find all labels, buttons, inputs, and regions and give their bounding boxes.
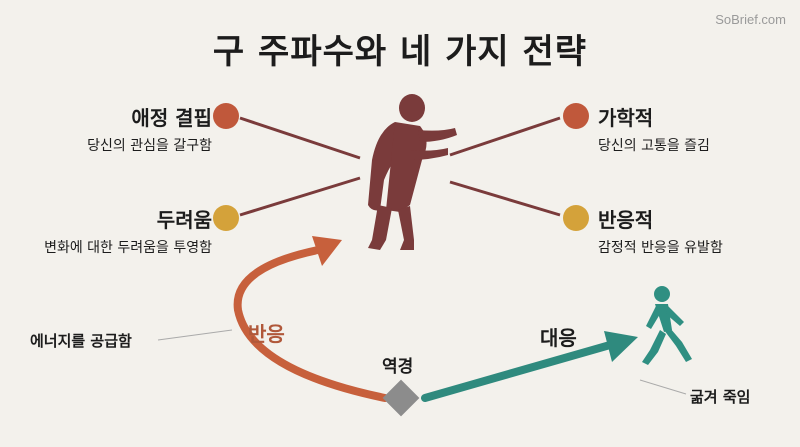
connector-fear bbox=[239, 176, 361, 217]
strategy-reactive: 반응적 감정적 반응을 유발함 bbox=[598, 204, 723, 257]
strategy-reactive-desc: 감정적 반응을 유발함 bbox=[598, 240, 723, 256]
leader-supply bbox=[157, 329, 233, 341]
connector-sadistic bbox=[449, 116, 561, 157]
reaction-arrowhead bbox=[312, 236, 342, 266]
strategy-sadistic-desc: 당신의 고통을 즐김 bbox=[598, 138, 710, 154]
connector-attachment bbox=[239, 116, 361, 160]
response-arrow bbox=[421, 341, 614, 402]
page-title: 구 주파수와 네 가지 전략 bbox=[212, 32, 588, 72]
adversity-diamond bbox=[382, 379, 420, 417]
strategy-reactive-name: 반응적 bbox=[598, 208, 654, 232]
leader-starve bbox=[639, 379, 687, 395]
supply-label: 에너지를 공급함 bbox=[30, 332, 132, 350]
connector-reactive bbox=[449, 180, 561, 217]
response-arrowhead bbox=[604, 331, 638, 362]
strategy-attachment: 애정 결핍 당신의 관심을 갈구함 bbox=[87, 102, 212, 155]
dot-sadistic bbox=[563, 103, 589, 129]
dot-reactive bbox=[563, 205, 589, 231]
reaction-label: 반응 bbox=[248, 322, 285, 346]
watermark: SoBrief.com bbox=[715, 12, 786, 27]
walking-figure-icon bbox=[642, 286, 692, 365]
dot-fear bbox=[213, 205, 239, 231]
strategy-fear-desc: 변화에 대한 두려움을 투영함 bbox=[44, 240, 212, 256]
strategy-attachment-desc: 당신의 관심을 갈구함 bbox=[87, 138, 212, 154]
strategy-sadistic-name: 가학적 bbox=[598, 106, 654, 130]
strategy-attachment-name: 애정 결핍 bbox=[131, 106, 212, 130]
hunched-figure-icon bbox=[368, 94, 457, 250]
adversity-label: 역경 bbox=[382, 357, 414, 377]
dot-attachment bbox=[213, 103, 239, 129]
strategy-sadistic: 가학적 당신의 고통을 즐김 bbox=[598, 102, 710, 155]
response-label: 대응 bbox=[540, 326, 577, 350]
strategy-fear: 두려움 변화에 대한 두려움을 투영함 bbox=[44, 204, 212, 257]
reaction-arrow bbox=[233, 246, 389, 402]
starve-label: 굶겨 죽임 bbox=[690, 388, 751, 406]
strategy-fear-name: 두려움 bbox=[156, 208, 212, 232]
